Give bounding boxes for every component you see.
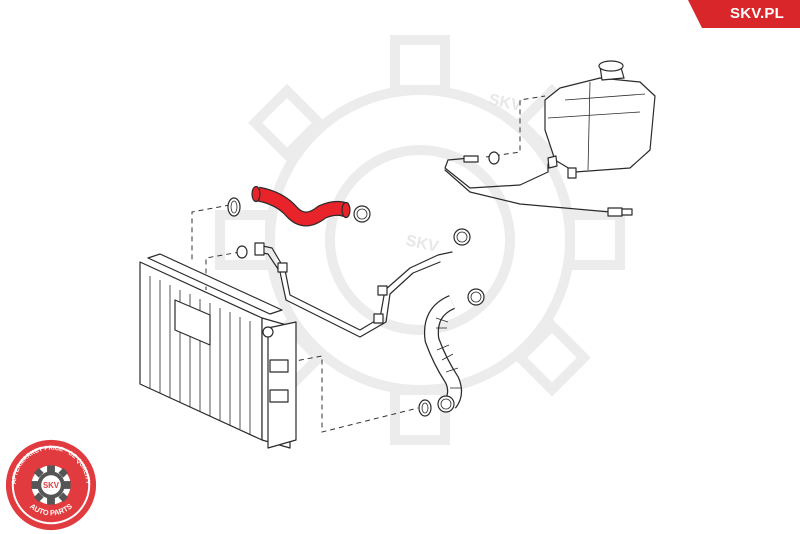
watermark-text-1: SKV bbox=[487, 91, 523, 115]
o-ring-icon-3 bbox=[418, 399, 432, 417]
highlight-hose-body bbox=[256, 187, 349, 226]
skv-auto-parts-badge: AFTERMARKET PRICE · OE QUALITY AUTO PART… bbox=[5, 439, 97, 531]
sensor-cable-icon bbox=[444, 151, 633, 217]
radiator-icon bbox=[139, 253, 297, 449]
hose-clamp-icon-3 bbox=[467, 288, 485, 306]
o-ring-icon bbox=[227, 197, 241, 217]
expansion-tank-icon bbox=[544, 60, 656, 179]
upper-coolant-hose-highlighted bbox=[251, 185, 351, 227]
hose-clamp-icon-4 bbox=[437, 395, 455, 413]
o-ring-icon-2 bbox=[236, 245, 248, 259]
hose-clamp-icon-2 bbox=[453, 228, 471, 246]
lower-coolant-hose-icon bbox=[423, 295, 463, 409]
hose-clamp-icon bbox=[353, 205, 371, 223]
brand-tab-shape bbox=[688, 0, 800, 28]
badge-center-text: SKV bbox=[43, 481, 60, 490]
watermark-text-2: SKV bbox=[404, 232, 440, 256]
brand-tab bbox=[688, 0, 800, 28]
brand-logo-text: SKV.PL bbox=[729, 5, 784, 22]
